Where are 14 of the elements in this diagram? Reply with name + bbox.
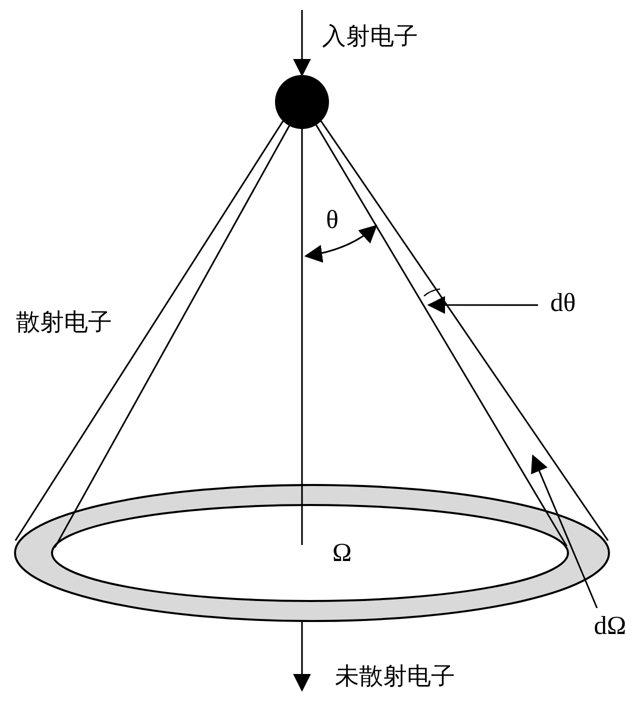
cone-line <box>14 120 284 542</box>
text-label: 入射电子 <box>322 21 418 52</box>
beam-arrow <box>293 128 311 692</box>
text-label: 未散射电子 <box>335 661 455 692</box>
cone-line <box>320 120 609 542</box>
symbol-label: dθ <box>538 286 588 320</box>
beam-arrow <box>293 10 311 77</box>
cone-line <box>54 124 290 548</box>
leader-line <box>531 454 598 608</box>
text-label: θ <box>326 205 338 235</box>
electron-ball <box>275 75 329 129</box>
cone-line <box>315 124 568 546</box>
text-label: 散射电子 <box>16 307 112 338</box>
leader-line <box>427 296 538 314</box>
